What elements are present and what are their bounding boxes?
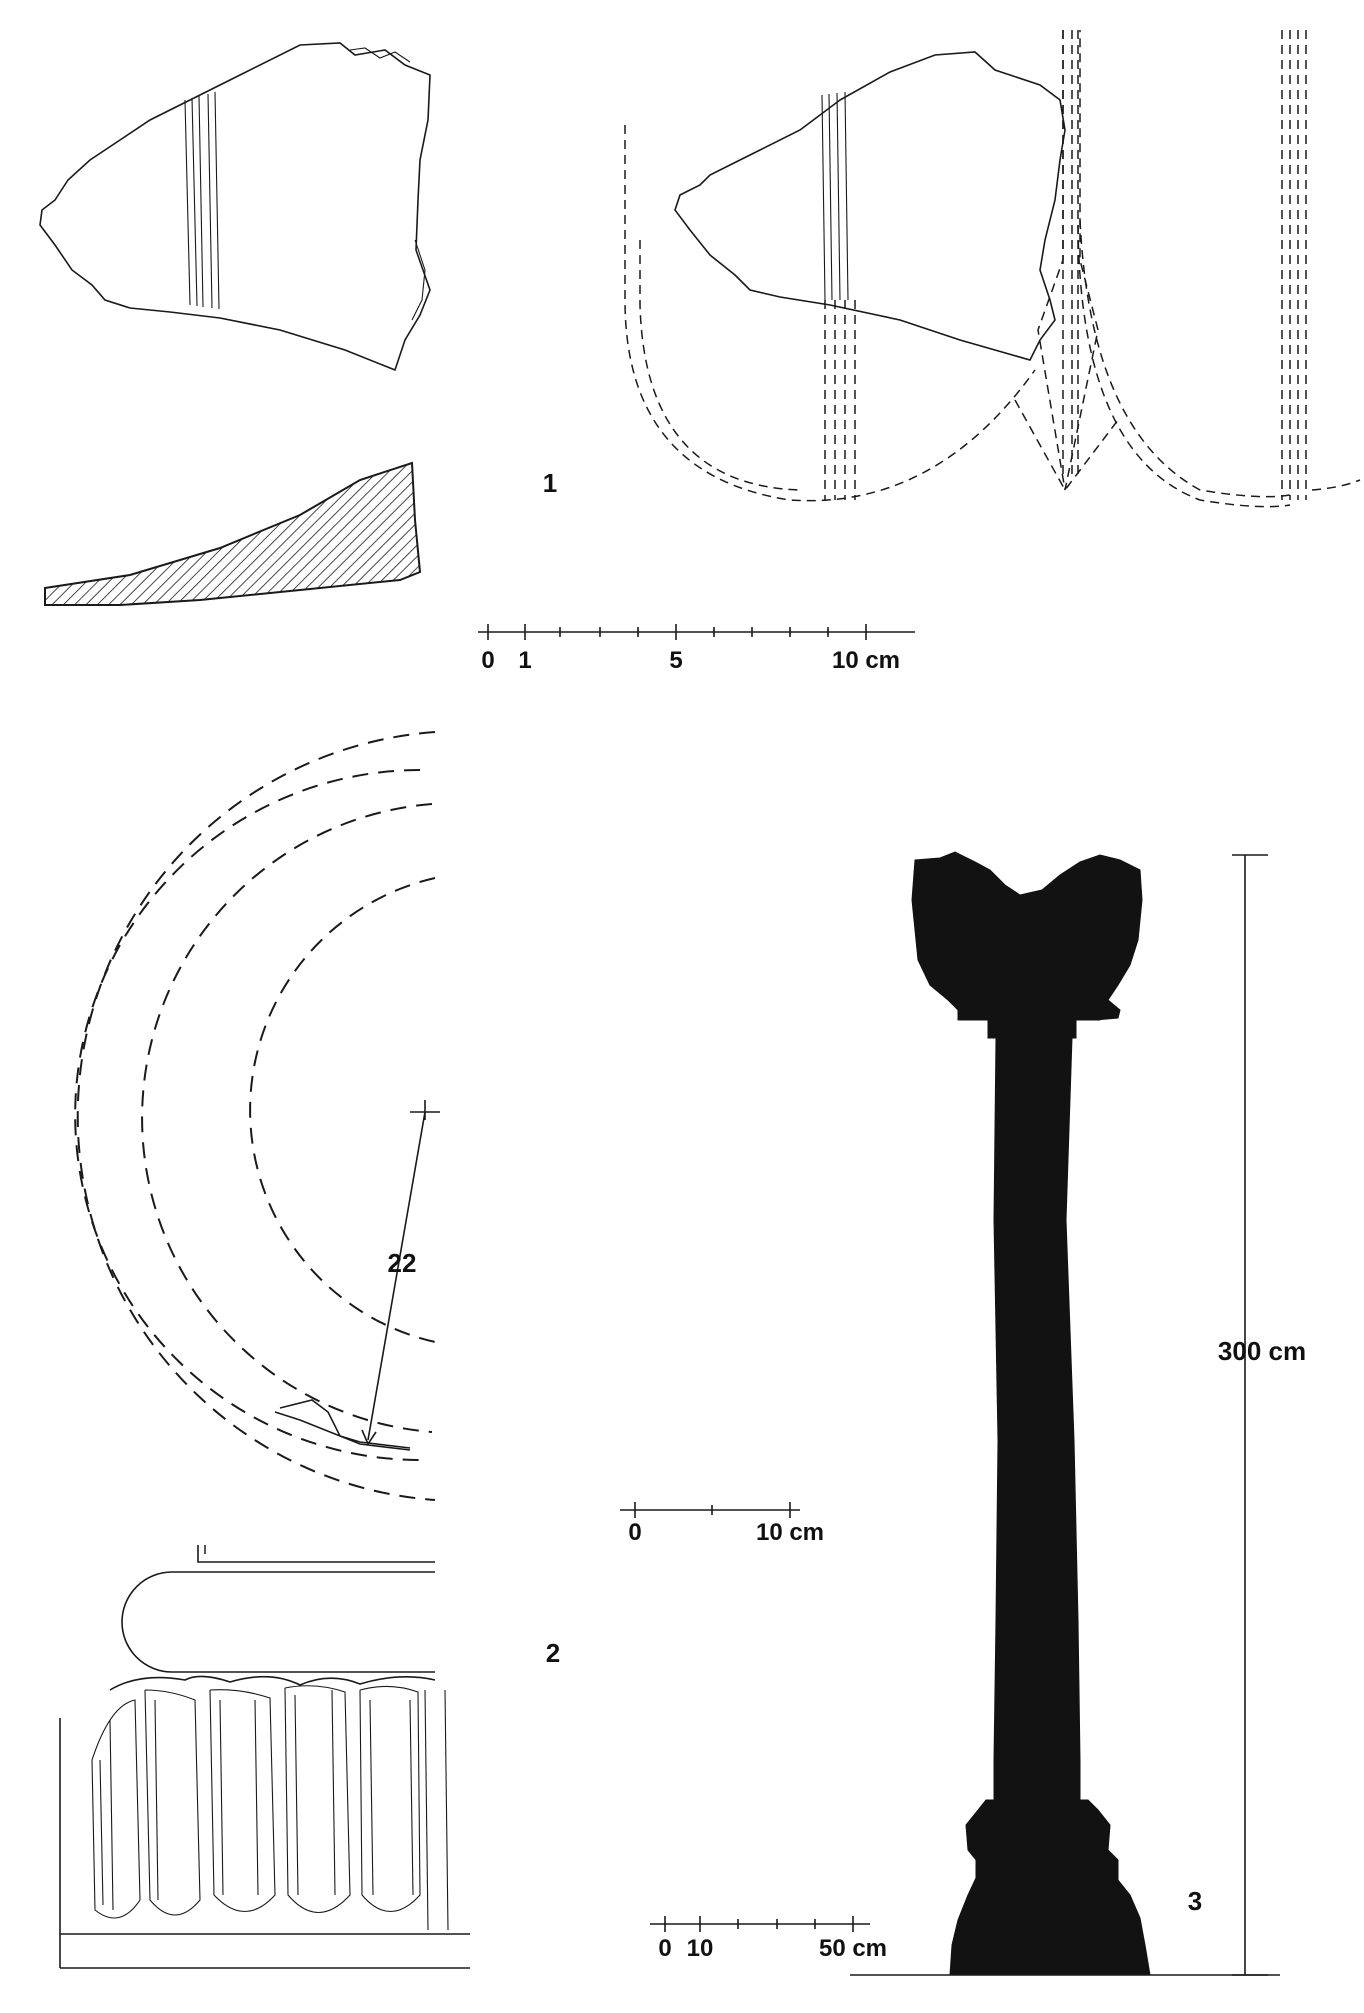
fragment-1-section [44, 461, 422, 606]
column-silhouette: 300 cm [850, 851, 1306, 1976]
column-height-label: 300 cm [1218, 1336, 1306, 1366]
radius-label: 22 [388, 1248, 417, 1278]
scale-bar-1: 0 1 5 10 cm [478, 624, 915, 674]
scale-2-tick-10cm: 10 cm [756, 1519, 824, 1546]
fragment-1-reconstruction [624, 30, 1361, 508]
scale-1-tick-10cm: 10 cm [832, 647, 900, 674]
fig3-label: 3 [1188, 1886, 1202, 1916]
fig1-label: 1 [543, 468, 557, 498]
fragment-1-plan [39, 42, 431, 372]
base-elevation [59, 1545, 470, 1969]
scale-3-tick-0: 0 [658, 1935, 671, 1962]
scale-1-tick-1: 1 [518, 647, 531, 674]
scale-2-tick-0: 0 [628, 1519, 641, 1546]
scale-1-tick-5: 5 [669, 647, 682, 674]
base-plan-arcs: 22 [74, 731, 440, 1501]
scale-3-tick-10: 10 [687, 1935, 714, 1962]
scale-1-tick-0: 0 [481, 647, 494, 674]
scale-bar-2: 0 10 cm [620, 1502, 824, 1546]
fig2-label: 2 [546, 1638, 560, 1668]
scale-bar-3: 0 10 50 cm [650, 1916, 887, 1962]
scale-3-tick-50cm: 50 cm [819, 1935, 887, 1962]
